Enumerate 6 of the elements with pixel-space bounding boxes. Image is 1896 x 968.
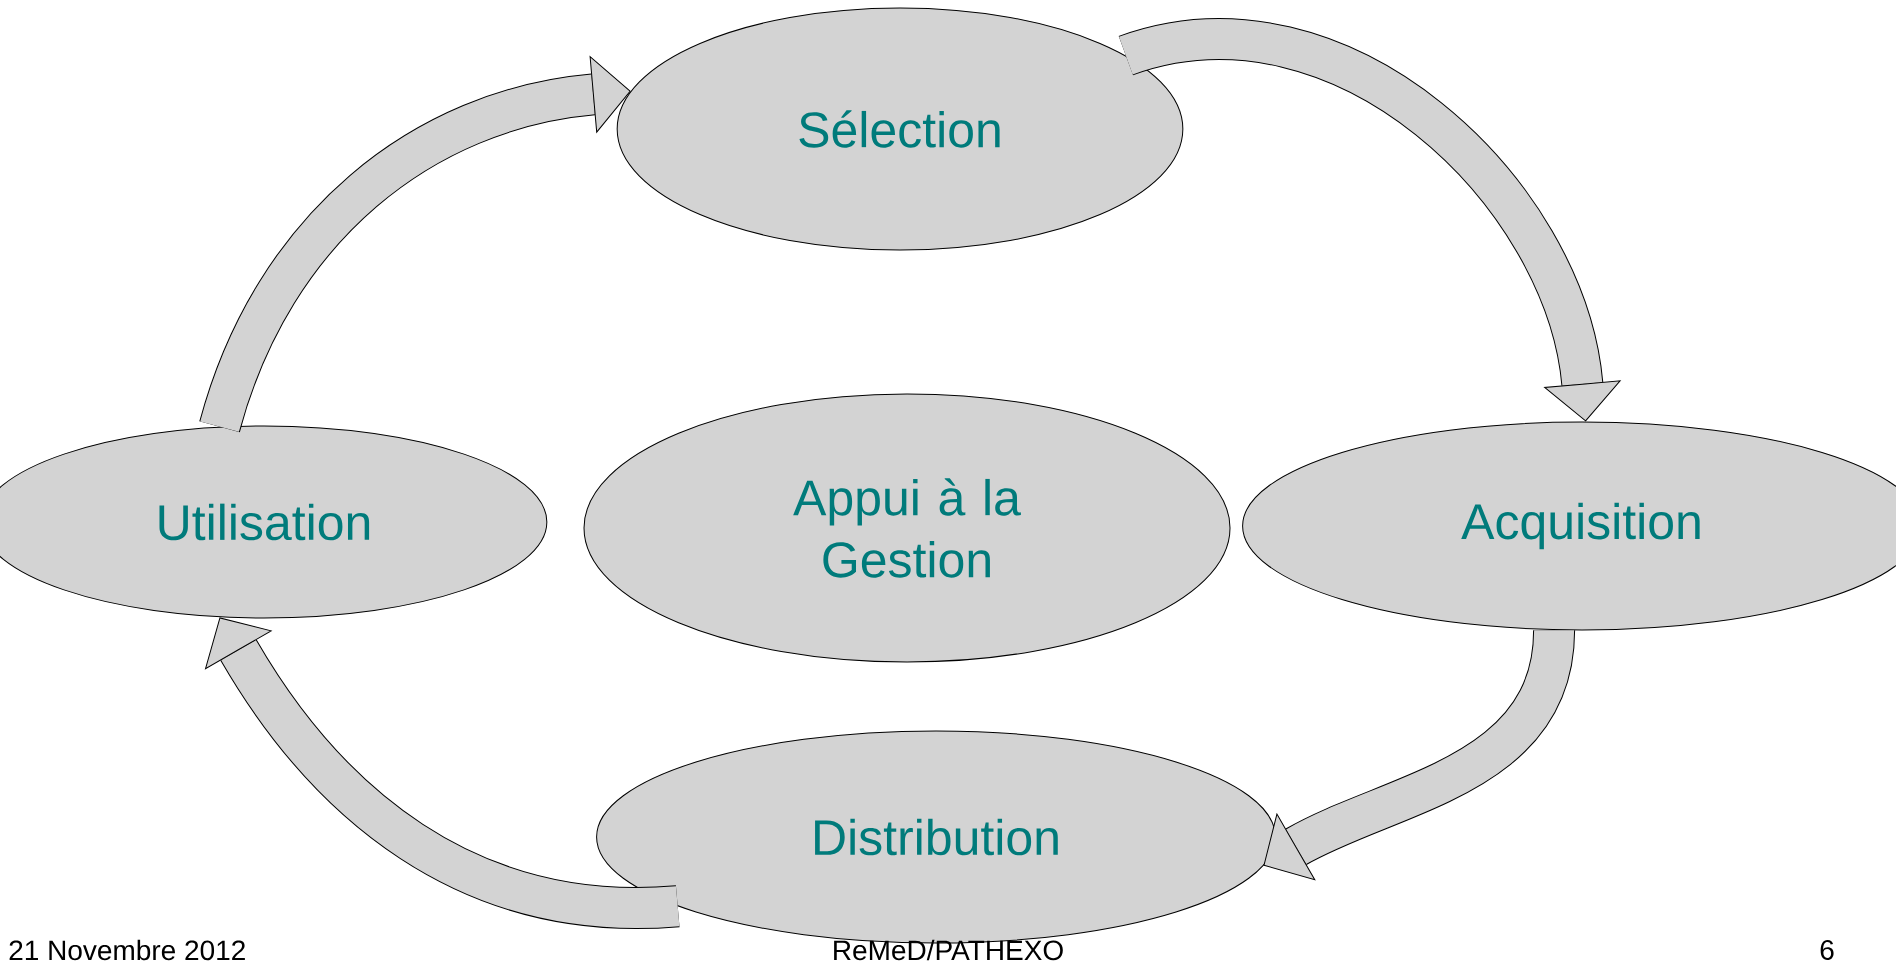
- footer-text: 21 Novembre 2012: [9, 939, 245, 961]
- footer-text: 6: [1820, 940, 1834, 960]
- curved-block-arrow: [205, 617, 679, 929]
- curved-block-arrow: [1263, 628, 1576, 881]
- curved-block-arrow: [199, 56, 631, 434]
- curved-block-arrow: [1120, 18, 1621, 422]
